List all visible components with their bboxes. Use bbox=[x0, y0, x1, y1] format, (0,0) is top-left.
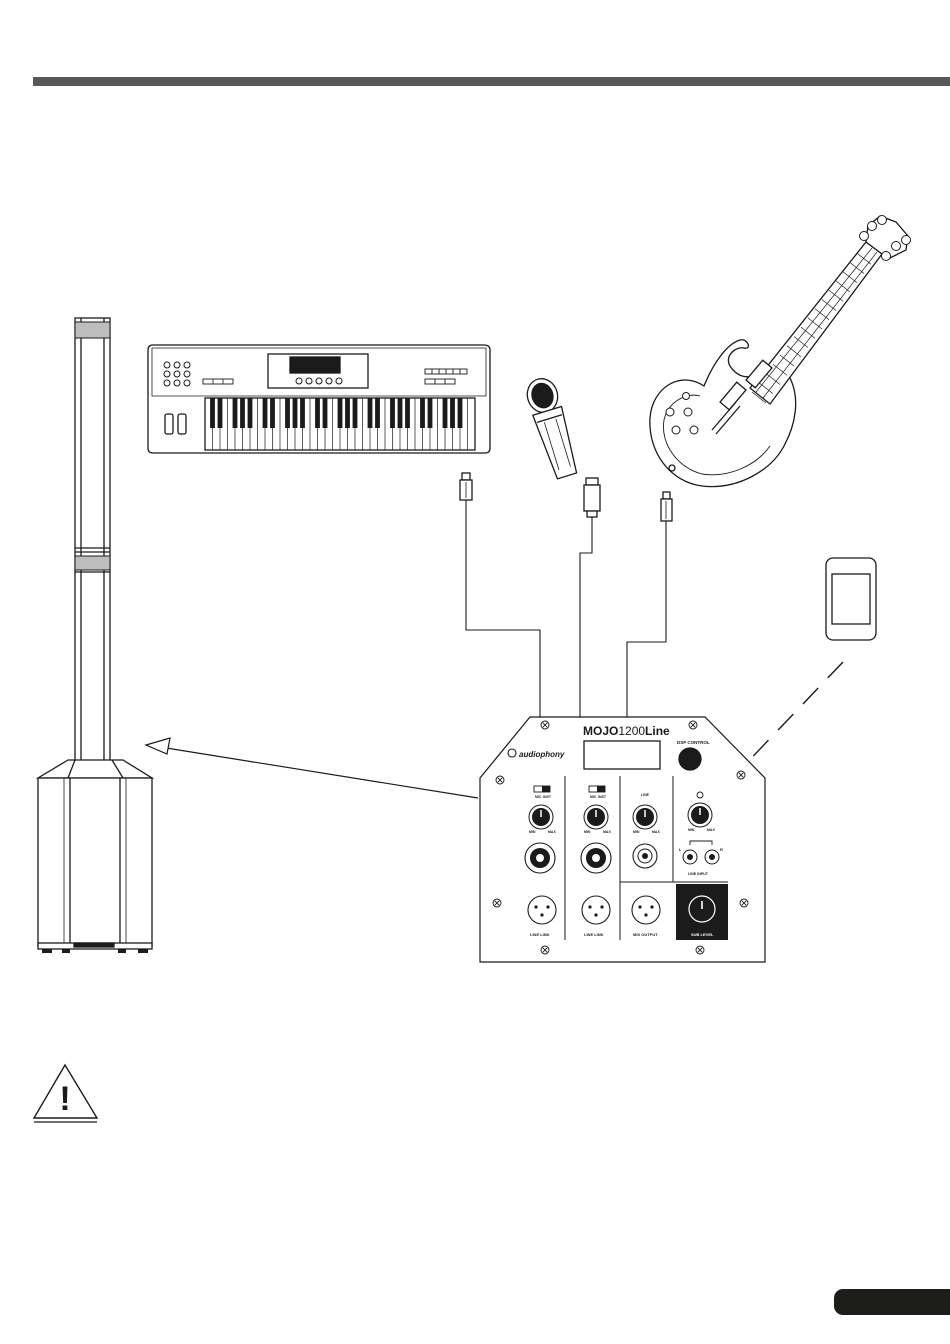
mixer-rear-panel: MOJO1200Line audiophony DSP CONTROL bbox=[480, 717, 765, 962]
model-suffix: Line bbox=[645, 724, 670, 738]
jack-plug-keyboard bbox=[460, 473, 472, 500]
black-key bbox=[353, 398, 358, 428]
sub-level-knob[interactable] bbox=[689, 896, 715, 922]
line-link-2-xlr[interactable] bbox=[582, 896, 610, 924]
black-key bbox=[323, 398, 328, 428]
dsp-control-label: DSP CONTROL bbox=[677, 740, 710, 745]
line-max-label: MAX bbox=[707, 828, 715, 832]
ch1-mic-label: MIC bbox=[535, 795, 542, 799]
smartphone-icon bbox=[826, 558, 876, 640]
keyboard-synth-icon bbox=[148, 345, 490, 453]
black-key bbox=[315, 398, 320, 428]
ch3-min-label: MIN bbox=[633, 830, 640, 834]
ch2-gain-knob[interactable] bbox=[584, 805, 608, 829]
black-key bbox=[398, 398, 403, 428]
black-key bbox=[428, 398, 433, 428]
black-key bbox=[390, 398, 395, 428]
ch3-max-label: MAX bbox=[652, 830, 660, 834]
brand-logo-text: audiophony bbox=[519, 750, 565, 759]
line-link-1-xlr[interactable] bbox=[528, 896, 556, 924]
black-key bbox=[218, 398, 223, 428]
ch1-gain-knob[interactable] bbox=[529, 805, 553, 829]
mic-inst-switch-2[interactable] bbox=[589, 786, 605, 792]
ch2-max-label: MAX bbox=[603, 830, 611, 834]
line-link-1-label: LINE LINK bbox=[530, 932, 550, 937]
ch3-line-label: LINE bbox=[641, 793, 650, 797]
black-key bbox=[338, 398, 343, 428]
line-right-label: R bbox=[720, 847, 723, 852]
ch2-inst-label: INST bbox=[598, 795, 607, 799]
black-key bbox=[420, 398, 425, 428]
ch3-jack-input[interactable] bbox=[633, 844, 657, 868]
ch2-combo-input[interactable] bbox=[581, 843, 611, 873]
black-key bbox=[345, 398, 350, 428]
black-key bbox=[285, 398, 290, 428]
warning-icon: ! bbox=[34, 1065, 97, 1122]
ch1-combo-input[interactable] bbox=[525, 843, 555, 873]
warning-exclamation: ! bbox=[59, 1080, 70, 1118]
line-input-label: LINE INPUT bbox=[688, 872, 709, 876]
link-arrow bbox=[146, 738, 478, 798]
model-name-bold: MOJO bbox=[583, 724, 618, 738]
black-key bbox=[300, 398, 305, 428]
line-min-label: MIN bbox=[688, 828, 695, 832]
column-speaker-system bbox=[38, 318, 152, 953]
black-key bbox=[210, 398, 215, 428]
page-number-tab bbox=[834, 1289, 950, 1315]
black-key bbox=[263, 398, 268, 428]
svg-text:MOJO1200Line: MOJO1200Line bbox=[583, 724, 670, 738]
ch2-mic-label: MIC bbox=[590, 795, 597, 799]
sub-level-label: SUB LEVEL bbox=[691, 932, 714, 937]
xlr-plug-microphone bbox=[584, 478, 600, 517]
jack-plug-guitar bbox=[661, 492, 672, 521]
black-key bbox=[270, 398, 275, 428]
ch1-inst-label: INST bbox=[543, 795, 552, 799]
line-link-2-label: LINE LINK bbox=[584, 932, 604, 937]
black-key bbox=[233, 398, 238, 428]
ch1-min-label: MIN bbox=[529, 830, 536, 834]
black-key bbox=[450, 398, 455, 428]
black-key bbox=[240, 398, 245, 428]
black-key bbox=[443, 398, 448, 428]
black-key bbox=[248, 398, 253, 428]
electric-guitar-icon bbox=[650, 216, 911, 487]
black-key bbox=[405, 398, 410, 428]
mix-output-xlr[interactable] bbox=[632, 896, 660, 924]
ch2-min-label: MIN bbox=[584, 830, 591, 834]
bluetooth-button[interactable] bbox=[697, 792, 703, 798]
mix-output-label: MIX OUTPUT bbox=[633, 932, 658, 937]
model-number: 1200 bbox=[618, 724, 645, 738]
ch1-max-label: MAX bbox=[548, 830, 556, 834]
line-input-gain-knob[interactable] bbox=[688, 803, 712, 827]
ch3-gain-knob[interactable] bbox=[633, 805, 657, 829]
black-key bbox=[458, 398, 463, 428]
dsp-control-knob[interactable] bbox=[679, 748, 701, 770]
microphone-icon bbox=[523, 375, 581, 480]
black-key bbox=[368, 398, 373, 428]
black-key bbox=[293, 398, 298, 428]
mic-inst-switch-1[interactable] bbox=[534, 786, 550, 792]
black-key bbox=[375, 398, 380, 428]
